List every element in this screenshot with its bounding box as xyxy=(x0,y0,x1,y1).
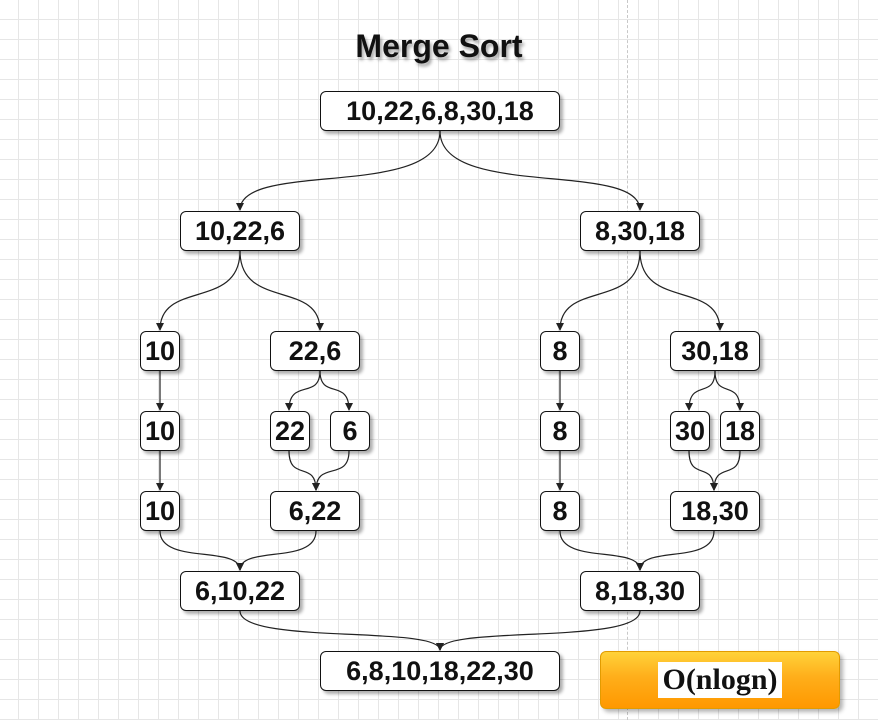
node-right-leaf-2: 8 xyxy=(540,411,580,451)
node-right-merged: 8,18,30 xyxy=(580,571,700,611)
edge-right-to-8 xyxy=(556,250,641,331)
edge-18-30-to-merged xyxy=(636,530,715,571)
node-left-leaf-2: 10 xyxy=(140,411,180,451)
complexity-badge: O(nlogn) xyxy=(600,651,840,709)
edge-left-merged-to-result xyxy=(239,610,444,651)
node-right-part-2: 18 xyxy=(720,411,760,451)
node-left-split: 10,22,6 xyxy=(180,211,300,251)
node-right-leaf-1: 8 xyxy=(540,331,580,371)
complexity-label: O(nlogn) xyxy=(658,662,782,698)
edge-6-to-6-22 xyxy=(312,450,350,491)
edge-root-to-left xyxy=(236,130,441,211)
edge-6-22-to-merged xyxy=(236,530,317,571)
edge-18-to-18-30 xyxy=(710,450,741,491)
node-right-leaf-3: 8 xyxy=(540,491,580,531)
edge-8c-to-merged xyxy=(559,530,644,571)
edge-22-6-to-6 xyxy=(319,370,353,411)
page-break-guide xyxy=(627,0,628,720)
node-left-right-merged: 6,22 xyxy=(270,491,360,531)
edge-left-to-22-6 xyxy=(239,250,324,331)
node-right-right-split: 30,18 xyxy=(670,331,760,371)
edge-22-to-6-22 xyxy=(288,450,320,491)
edge-30-18-to-18 xyxy=(714,370,744,411)
edge-right-merged-to-result xyxy=(436,610,641,651)
edge-root-to-right xyxy=(439,130,644,211)
node-right-split: 8,30,18 xyxy=(580,211,700,251)
edge-22-6-to-22 xyxy=(285,370,321,411)
diagram-title: Merge Sort xyxy=(355,28,523,64)
node-left-leaf-1: 10 xyxy=(140,331,180,371)
node-root: 10,22,6,8,30,18 xyxy=(320,91,560,131)
edge-left-to-10 xyxy=(156,250,241,331)
node-left-right-split: 22,6 xyxy=(270,331,360,371)
node-left-merged: 6,10,22 xyxy=(180,571,300,611)
edge-right-to-30-18 xyxy=(639,250,724,331)
edge-30-18-to-30 xyxy=(685,370,716,411)
node-right-part-1: 30 xyxy=(670,411,710,451)
node-left-part-2: 6 xyxy=(330,411,370,451)
edge-30-to-18-30 xyxy=(688,450,718,491)
node-left-part-1: 22 xyxy=(270,411,310,451)
node-left-leaf-3: 10 xyxy=(140,491,180,531)
node-result: 6,8,10,18,22,30 xyxy=(320,651,560,691)
node-right-right-merged: 18,30 xyxy=(670,491,760,531)
edge-10c-to-merged xyxy=(159,530,244,571)
